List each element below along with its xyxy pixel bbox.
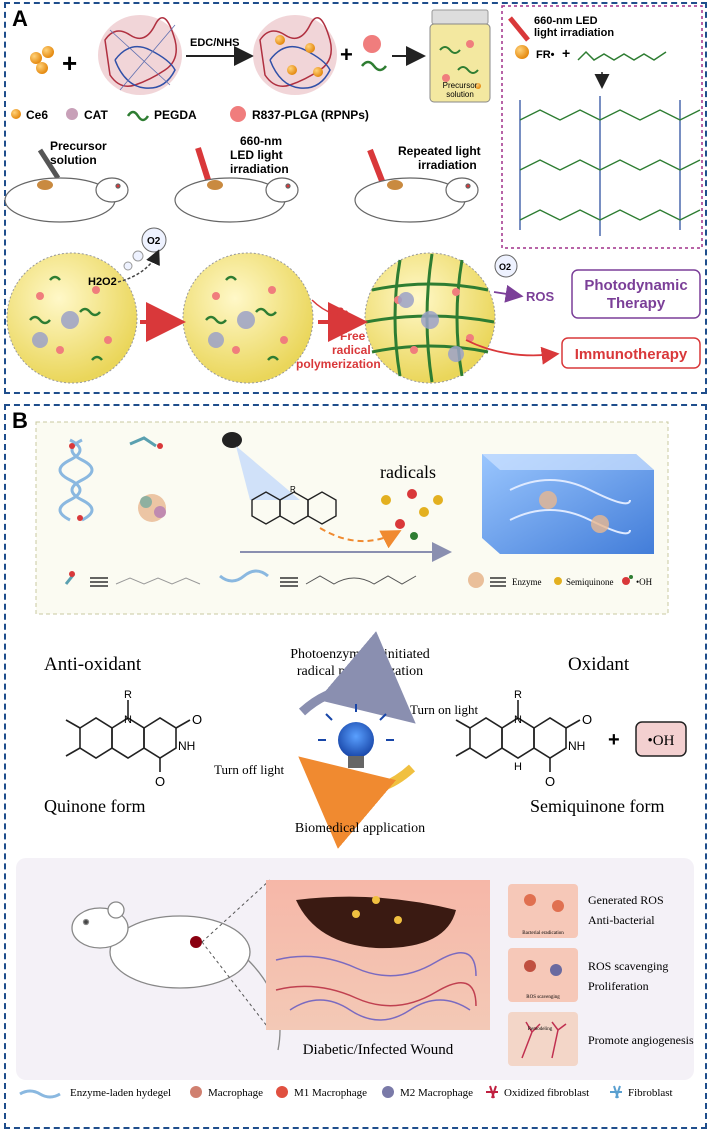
ros-label: ROS [526, 289, 555, 304]
o2-label-2: O2 [499, 262, 511, 272]
panel-b-letter: B [12, 408, 28, 433]
svg-text:+: + [562, 45, 570, 61]
plus-sign: + [62, 48, 77, 78]
panel-a-letter: A [12, 6, 28, 31]
pegda-chain [361, 60, 387, 72]
legend-ce6: Ce6 [26, 108, 48, 122]
pdt-box [571, 269, 701, 319]
h2o2-label: H2O2 [88, 276, 117, 288]
fr-label: FR• [328, 305, 348, 319]
svg-text:+: + [340, 42, 353, 67]
legend-pegda: PEGDA [154, 108, 197, 122]
legend-cat: CAT [84, 108, 108, 122]
cat-ce6-conjugate [253, 15, 337, 95]
cat-protein [98, 15, 182, 95]
inset-fr-label: FR• [536, 49, 555, 61]
rpnp-particle [363, 35, 381, 53]
mouse-3 [354, 177, 479, 223]
inset-monomer [577, 50, 667, 61]
mouse-2 [174, 177, 299, 223]
ce6-dots [30, 46, 54, 74]
legend-rpnps: R837-PLGA (RPNPs) [252, 108, 369, 122]
mouse-1 [4, 177, 129, 223]
o2-label: O2 [147, 236, 161, 247]
inset-network [519, 96, 701, 236]
edc-label: EDC/NHS [190, 37, 240, 49]
precursor-jar [429, 9, 491, 103]
panel-b: B [4, 404, 707, 1129]
immuno-box [561, 337, 701, 369]
polymerization-inset [501, 5, 703, 249]
immuno-label: Immunotherapy [575, 346, 688, 363]
